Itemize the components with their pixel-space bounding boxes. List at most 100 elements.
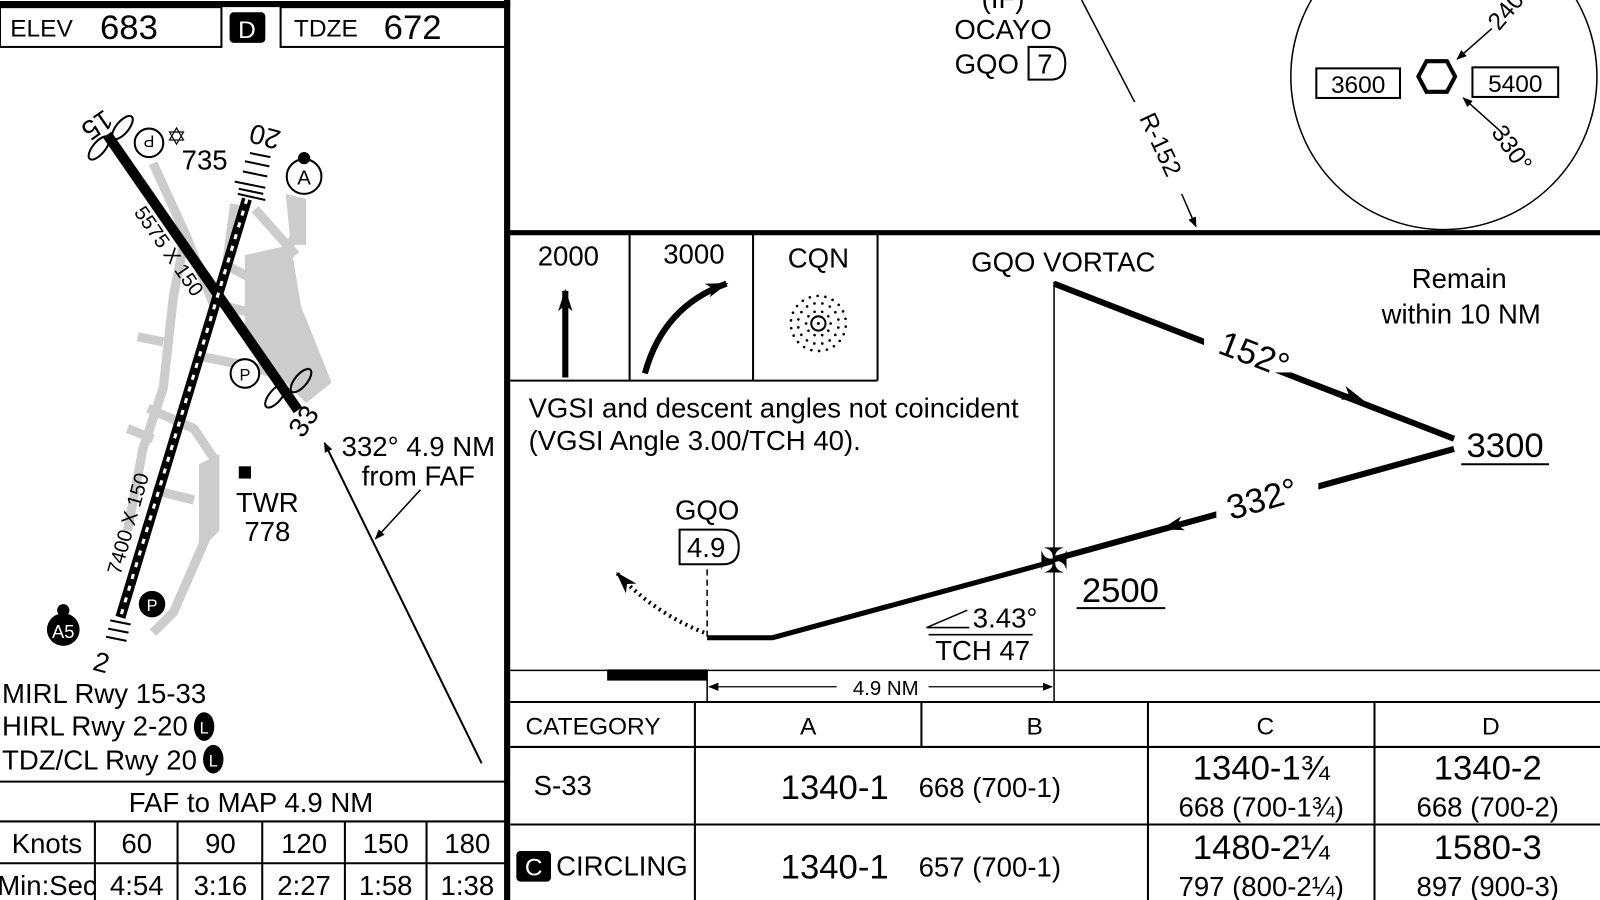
timing-min-sec: 3:16 <box>194 870 248 900</box>
missed-approach-dotted-arrow <box>615 571 705 635</box>
ndb-dot <box>791 311 795 315</box>
table-header: D <box>1482 714 1500 741</box>
table-row: S-33 1340-1 668 (700-1) 1340-1¾ 668 (700… <box>534 750 1559 823</box>
fix-reference: GQO <box>955 48 1019 79</box>
lighting-badge: L <box>193 712 215 741</box>
timing-min-sec: 2:27 <box>277 870 331 900</box>
lighting-badge-icon <box>193 712 215 741</box>
airport-diagram: 15 20 33 2 5575 X 150 7400 X 150 P P P ✡… <box>46 104 495 764</box>
ndb-dot <box>789 318 793 322</box>
missed-approach-altitude: 3000 <box>663 238 724 269</box>
runway-profile <box>607 669 708 681</box>
descent-angle: 3.43° <box>973 603 1038 634</box>
ndb-dot <box>812 342 816 345</box>
ndb-dot <box>837 303 840 307</box>
beacon-star-icon: ✡ <box>166 124 187 151</box>
ndb-dot <box>837 326 840 329</box>
procedure-turn-altitude: 3300 <box>1467 427 1544 465</box>
fix-name: OCAYO <box>954 14 1051 45</box>
min-sub-value: 668 (700-1¾) <box>1179 791 1344 822</box>
lighting-note: HIRL Rwy 2-20 <box>2 711 188 742</box>
lighting-badge-label: L <box>209 752 218 770</box>
svg-text:A: A <box>297 168 311 190</box>
radial-line <box>1080 0 1136 103</box>
lighting-note: MIRL Rwy 15-33 <box>2 678 206 709</box>
fix-dme: 7 <box>1037 48 1052 79</box>
tower-icon <box>238 466 252 479</box>
circling-badge-label: C <box>525 855 543 882</box>
plan-view: (IF) OCAYO GQO 7 R-152 3600 5400 240° 33… <box>507 0 1600 236</box>
d-badge <box>229 12 266 43</box>
remain-note: within 10 NM <box>1381 298 1541 329</box>
runway-20-label: 20 <box>246 118 284 156</box>
obstacle-elevation: 735 <box>182 144 228 175</box>
min-value: 1340-1¾ <box>1193 750 1331 788</box>
min-value: 1480-2¼ <box>1193 829 1331 867</box>
ndb-dot <box>834 310 837 314</box>
ndb-dot <box>842 332 846 336</box>
min-value: 1340-1 <box>781 769 889 807</box>
lighting-badge-label: L <box>200 720 209 738</box>
min-sub-value: 797 (800-2¼) <box>1179 871 1344 900</box>
ndb-dot <box>828 305 832 308</box>
ndb-dot <box>805 305 809 308</box>
timing-row-label: Min:Sec <box>0 870 97 900</box>
runway-33-label: 33 <box>282 400 325 443</box>
runway-2-20 <box>115 197 252 619</box>
ndb-dot <box>820 310 824 314</box>
ndb-dot <box>807 329 810 332</box>
hotspot-propeller-icon <box>87 114 313 409</box>
tdze-value: 672 <box>384 9 442 47</box>
final-course-sub: from FAF <box>362 461 475 492</box>
hotspot-a5-icon: A5 <box>46 604 80 646</box>
fix-prefix: (IF) <box>982 0 1025 14</box>
profile-note: VGSI and descent angles not coincident <box>529 392 1019 423</box>
ndb-dot <box>807 314 810 318</box>
ndb-dot <box>821 302 824 305</box>
lighting-note: TDZ/CL Rwy 20 <box>2 744 197 775</box>
table-row: C CIRCLING 1340-1 657 (700-1) 1480-2¼ 79… <box>516 829 1559 900</box>
min-value: 1340-1 <box>781 849 889 887</box>
ndb-dot <box>826 329 830 332</box>
ndb-dot <box>828 339 831 342</box>
ndb-dot <box>831 298 834 302</box>
msa-bearing: 330° <box>1486 120 1537 177</box>
remain-note: Remain <box>1412 263 1507 294</box>
ndb-dot <box>795 304 799 308</box>
timing-title: FAF to MAP 4.9 NM <box>129 787 373 818</box>
ndb-dot <box>832 344 836 348</box>
timing-min-sec: 1:58 <box>359 870 413 900</box>
msa-circle: 3600 5400 240° 330° <box>1290 0 1598 231</box>
missed-approach-icons <box>510 234 879 382</box>
row-label: S-33 <box>534 770 592 801</box>
ndb-dot <box>820 333 824 337</box>
left-panel: ELEV 683 D TDZE 672 <box>0 0 511 900</box>
ndb-dot <box>844 317 847 321</box>
ndb-dot <box>789 326 793 330</box>
parking-icon: P P P <box>133 127 261 618</box>
radial-label: R-152 <box>1134 109 1187 181</box>
faf-altitude: 2500 <box>1082 572 1159 610</box>
profile-view: 2000 3000 CQN VGSI and descent angles no… <box>510 234 1600 703</box>
elev-label: ELEV <box>10 16 73 43</box>
ndb-dot <box>800 333 803 337</box>
timing-knots: 150 <box>363 828 409 859</box>
svg-text:P: P <box>147 597 158 615</box>
ndb-dot <box>829 322 832 325</box>
descent-path <box>707 558 1055 641</box>
timing-table <box>0 780 508 900</box>
apron <box>198 193 332 552</box>
timing-min-sec: 4:54 <box>110 870 164 900</box>
ndb-dot <box>825 348 829 351</box>
final-course-label: 332° 4.9 NM <box>342 431 495 462</box>
table-header: CATEGORY <box>526 714 661 741</box>
svg-text:A5: A5 <box>52 621 74 642</box>
timing-knots: 180 <box>444 828 490 859</box>
ndb-dot <box>813 333 816 337</box>
tower-label: TWR <box>236 487 299 518</box>
ndb-dot <box>802 345 806 349</box>
threshold-crossing-height: TCH 47 <box>935 635 1030 666</box>
profile-note: (VGSI Angle 3.00/TCH 40). <box>529 425 861 456</box>
